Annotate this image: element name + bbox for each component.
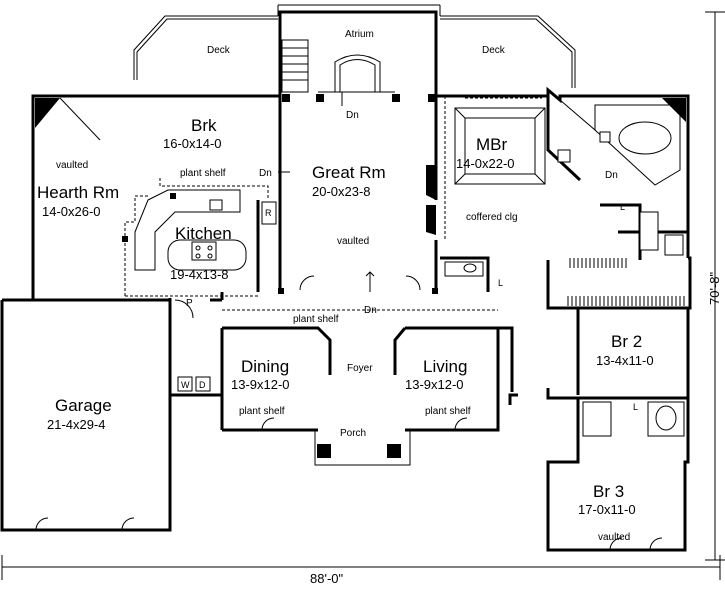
pantry-label: P [186, 298, 193, 309]
br2-size: 13-4x11-0 [596, 353, 654, 368]
atrium-label: Atrium [345, 29, 374, 40]
bath-fixtures [444, 211, 685, 437]
plant-shelf-center: plant shelf [293, 314, 339, 325]
great-room-size: 20-0x23-8 [312, 184, 371, 199]
br3-vaulted: vaulted [598, 532, 630, 543]
dining-name: Dining [241, 357, 289, 376]
garage-size: 21-4x29-4 [47, 417, 106, 432]
br3-size: 17-0x11-0 [578, 502, 636, 517]
brk-size: 16-0x14-0 [163, 136, 222, 151]
refrigerator-label: R [265, 208, 272, 218]
closet-hatching [567, 258, 685, 306]
exterior-walls [0, 10, 692, 552]
kitchen-name: Kitchen [175, 224, 232, 243]
depth-dimension: 70'-8" [707, 271, 722, 305]
dn-foyer-label: Dn [364, 305, 377, 316]
great-room-name: Great Rm [312, 163, 386, 182]
linen-master-label: L [620, 202, 625, 212]
dining-size: 13-9x12-0 [231, 377, 290, 392]
living-size: 13-9x12-0 [405, 377, 464, 392]
coffered-clg-label: coffered clg [466, 212, 518, 223]
labels: Deck Deck Atrium Dn Brk 16-0x14-0 plant … [37, 29, 722, 586]
hearth-size: 14-0x26-0 [42, 204, 101, 219]
deck-outlines [133, 4, 576, 88]
dashed-lines [124, 96, 542, 311]
br2-name: Br 2 [611, 332, 642, 351]
deck-left-label: Deck [207, 45, 231, 56]
dimension-lines [1, 11, 725, 580]
coffered-ceiling [454, 107, 546, 185]
dn-atrium-label: Dn [346, 110, 359, 121]
kitchen-size: 19-4x13-8 [170, 267, 229, 282]
great-room-vaulted: vaulted [337, 236, 369, 247]
kitchen-fixtures [134, 189, 277, 271]
doors [35, 275, 663, 551]
posts [122, 94, 438, 294]
hearth-name: Hearth Rm [37, 183, 119, 202]
plant-shelf-living: plant shelf [425, 406, 471, 417]
hearth-vaulted: vaulted [56, 160, 88, 171]
atrium-stairs [281, 39, 395, 93]
linen-hall-label: L [633, 402, 638, 412]
dn-bath-label: Dn [605, 170, 618, 181]
deck-right-label: Deck [482, 45, 506, 56]
laundry [177, 376, 211, 392]
plant-shelf-dining: plant shelf [239, 406, 285, 417]
porch [314, 430, 411, 466]
plant-shelf-brk: plant shelf [180, 168, 226, 179]
master-bath [557, 99, 681, 186]
washer-label: W [181, 380, 190, 390]
porch-label: Porch [340, 428, 366, 439]
garage-name: Garage [55, 396, 112, 415]
br3-name: Br 3 [593, 482, 624, 501]
living-name: Living [423, 357, 467, 376]
width-dimension: 88'-0" [310, 571, 344, 586]
foyer-label: Foyer [347, 363, 373, 374]
hearth-diagonal [59, 97, 101, 141]
dryer-label: D [199, 380, 206, 390]
linen-bath-label: L [498, 278, 503, 288]
mbr-size: 14-0x22-0 [456, 156, 515, 171]
brk-name: Brk [191, 116, 217, 135]
dn-hall-label: Dn [259, 168, 272, 179]
stair-arrows [278, 92, 375, 292]
mbr-name: MBr [476, 135, 508, 154]
